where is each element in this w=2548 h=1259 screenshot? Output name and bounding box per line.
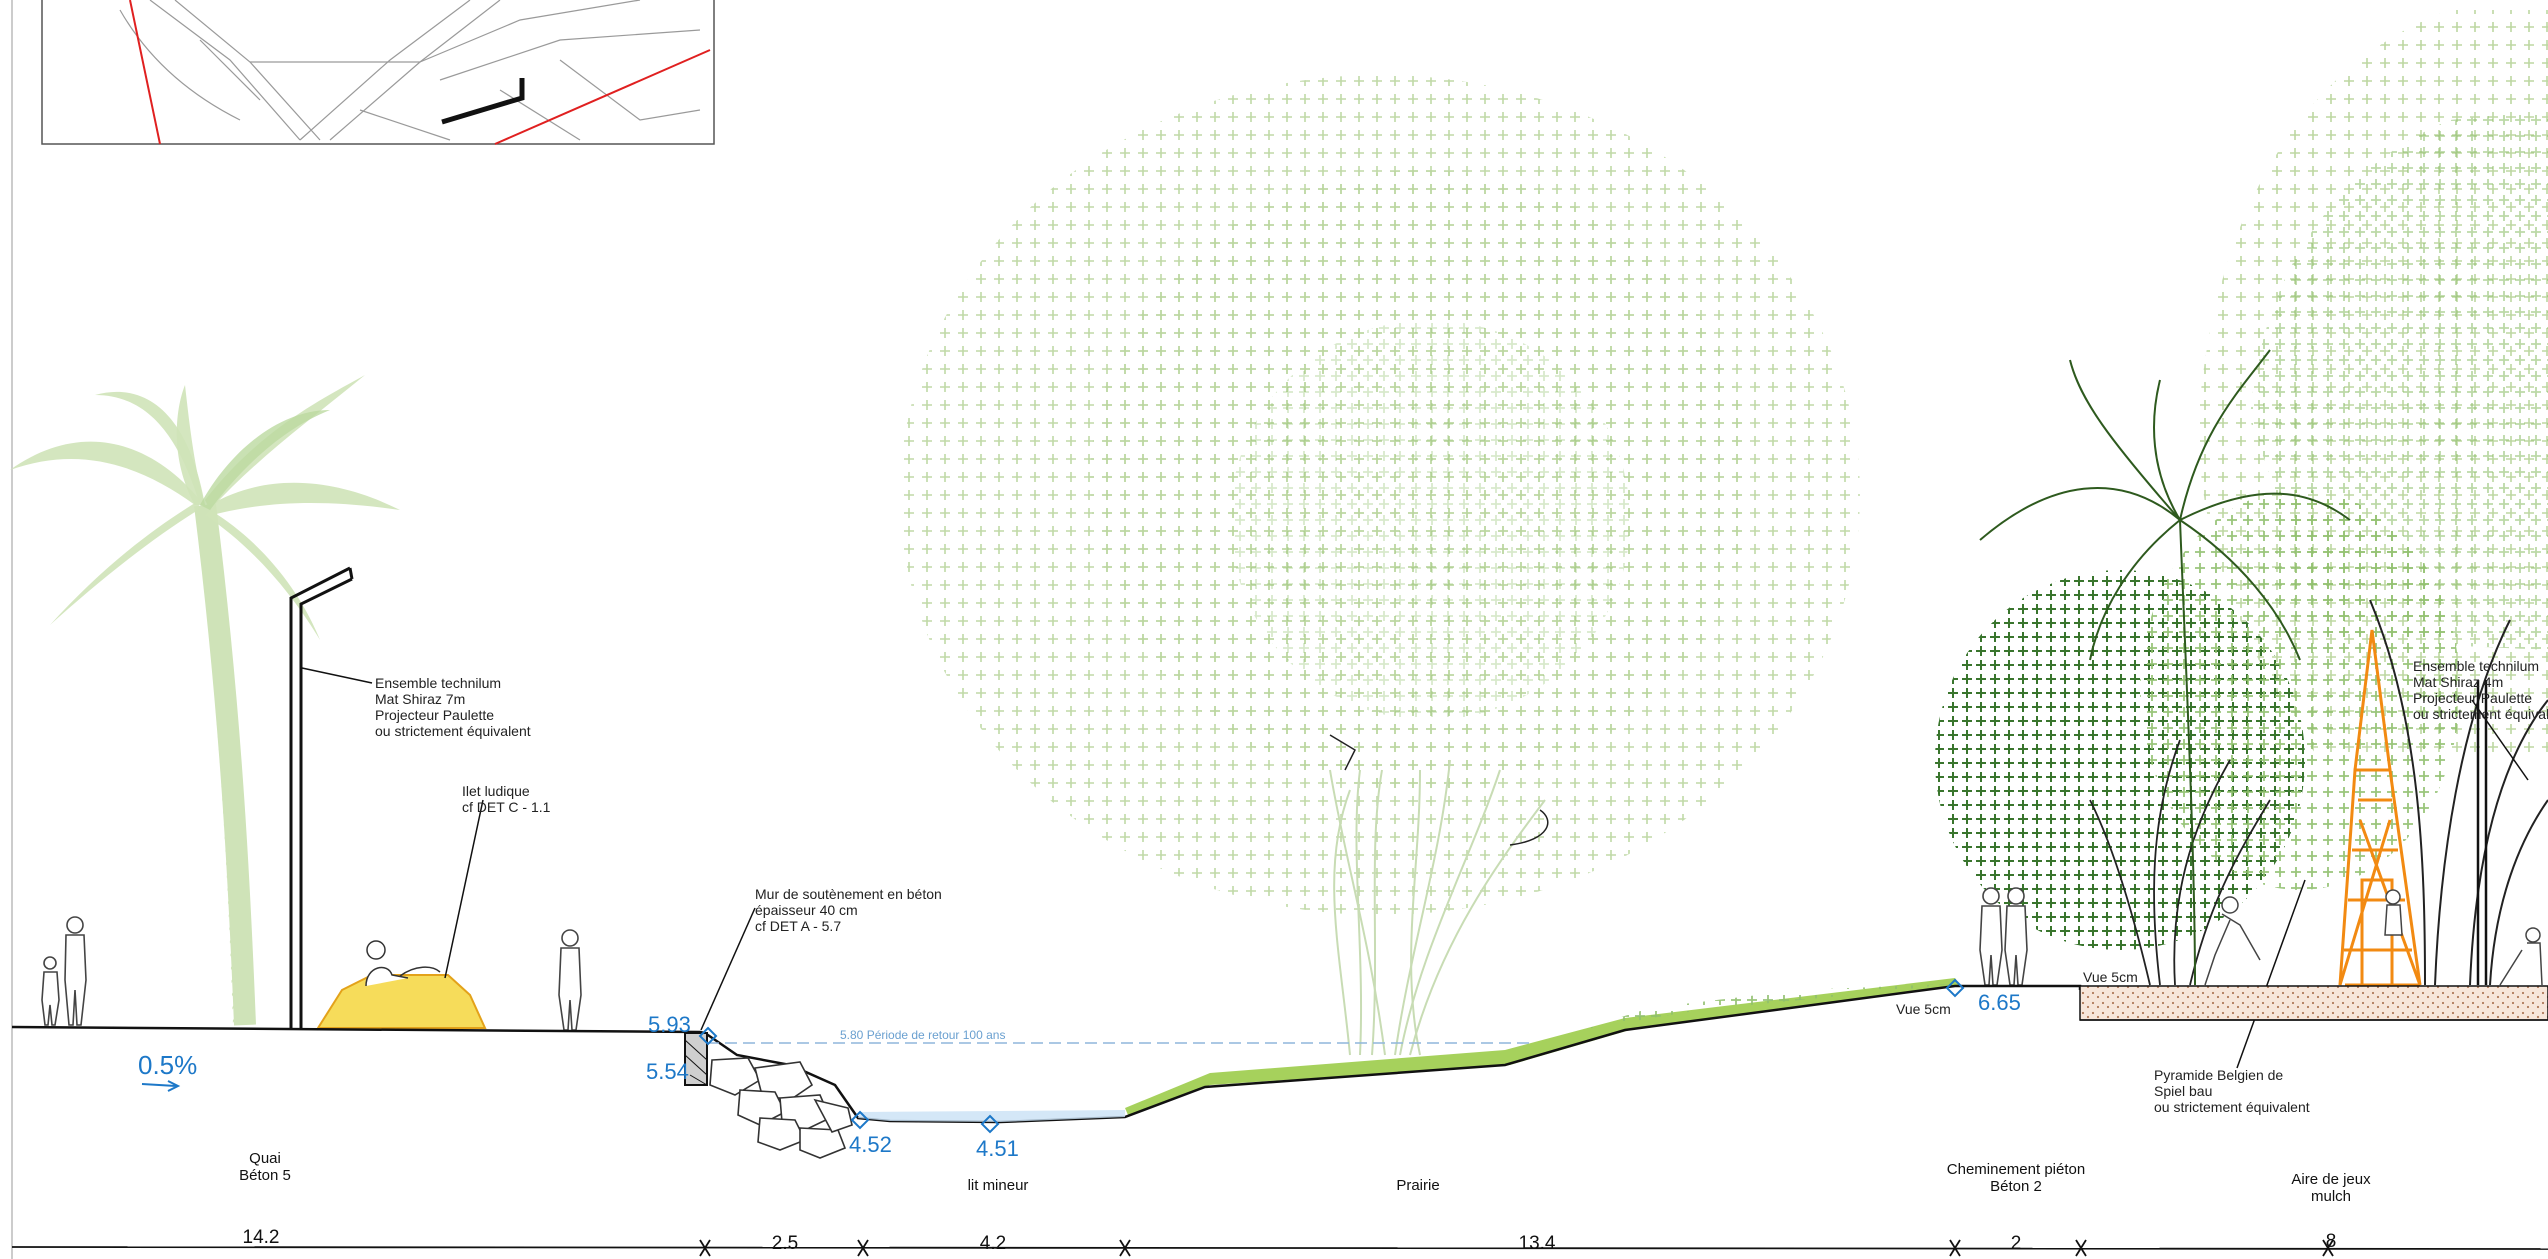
section-cut-marker bbox=[441, 78, 525, 125]
zone-cheminement-line-1: Cheminement piéton bbox=[1947, 1161, 2085, 1178]
retaining-wall-note: Mur de soutènement en béton épaisseur 40… bbox=[755, 886, 942, 934]
lighting-right-line-2: Mat Shiraz 4m bbox=[2413, 674, 2503, 690]
elevation-markers bbox=[698, 978, 1965, 1134]
ilet-note: Ilet ludique cf DET C - 1.1 bbox=[462, 783, 551, 815]
dimension-8: 8 bbox=[2326, 1231, 2337, 1252]
lighting-right-line-1: Ensemble technilum bbox=[2413, 658, 2539, 674]
lighting-left-line-4: ou strictement équivalent bbox=[375, 723, 531, 739]
elevation-554: 5.54 bbox=[646, 1059, 689, 1084]
zone-cheminement-line-2: Béton 2 bbox=[1990, 1178, 2042, 1195]
grass-prairie bbox=[1125, 978, 1960, 1115]
dimension-line bbox=[11, 1239, 2548, 1257]
ilet-line-2: cf DET C - 1.1 bbox=[462, 799, 551, 815]
child-play bbox=[2204, 889, 2543, 986]
dimension-13-4: 13.4 bbox=[1519, 1233, 1556, 1254]
lamp-post-left bbox=[289, 566, 373, 1030]
dimension-14-2: 14.2 bbox=[243, 1227, 280, 1248]
person-quai bbox=[558, 929, 582, 1031]
lamp-post-right bbox=[2471, 680, 2529, 985]
zone-aire-jeux-line-2: mulch bbox=[2311, 1188, 2351, 1205]
zone-lit-mineur: lit mineur bbox=[968, 1177, 1029, 1194]
lighting-right-line-3: Projecteur Paulette bbox=[2413, 690, 2532, 706]
ilet-line-1: Ilet ludique bbox=[462, 783, 530, 799]
elevation-593: 5.93 bbox=[648, 1012, 691, 1037]
location-plan bbox=[41, 0, 715, 145]
palm-tree-left bbox=[10, 375, 400, 1026]
rock-riprap bbox=[709, 1057, 853, 1159]
pyramid-note: Pyramide Belgien de Spiel bau ou stricte… bbox=[2154, 1067, 2310, 1115]
zone-quai-line-2: Béton 5 bbox=[239, 1167, 291, 1184]
lighting-right-line-4: ou strictement équivalent bbox=[2413, 706, 2548, 722]
lighting-right-note: Ensemble technilum Mat Shiraz 4m Project… bbox=[2413, 658, 2548, 722]
elevation-452: 4.52 bbox=[849, 1132, 892, 1157]
people-path bbox=[1979, 887, 2028, 986]
dimension-2-5: 2.5 bbox=[772, 1233, 798, 1254]
vue-label-a: Vue 5cm bbox=[1896, 1001, 1951, 1017]
wall-line-3: cf DET A - 5.7 bbox=[755, 918, 841, 934]
pyramid-line-1: Pyramide Belgien de bbox=[2154, 1067, 2283, 1083]
lighting-left-line-3: Projecteur Paulette bbox=[375, 707, 494, 723]
ilet-ludique bbox=[316, 799, 487, 1029]
zone-aire-jeux-line-1: Aire de jeux bbox=[2291, 1171, 2371, 1188]
zone-quai-line-1: Quai bbox=[249, 1150, 281, 1167]
tree-central bbox=[900, 75, 1860, 1056]
dimension-4-2: 4.2 bbox=[980, 1233, 1006, 1254]
wall-line-1: Mur de soutènement en béton bbox=[755, 886, 942, 902]
plan-boundary-lines bbox=[129, 0, 711, 145]
vue-label-b: Vue 5cm bbox=[2083, 969, 2138, 985]
elevation-451: 4.51 bbox=[976, 1136, 1019, 1161]
pyramid-line-3: ou strictement équivalent bbox=[2154, 1099, 2310, 1115]
slope-label: 0.5% bbox=[138, 1050, 197, 1080]
dimension-2: 2 bbox=[2011, 1233, 2022, 1254]
retaining-wall bbox=[684, 1032, 708, 1086]
lighting-left-line-2: Mat Shiraz 7m bbox=[375, 691, 465, 707]
play-area-ground bbox=[2079, 985, 2548, 1021]
zone-prairie: Prairie bbox=[1396, 1177, 1439, 1194]
water-channel bbox=[858, 1110, 1125, 1122]
flood-line-label: 5.80 Période de retour 100 ans bbox=[840, 1028, 1005, 1042]
tree-right-dark bbox=[1935, 490, 2460, 986]
lighting-left-line-1: Ensemble technilum bbox=[375, 675, 501, 691]
pyramid-line-2: Spiel bau bbox=[2154, 1083, 2212, 1099]
people-left bbox=[41, 916, 87, 1026]
palm-tree-right bbox=[1979, 349, 2351, 986]
elevation-665: 6.65 bbox=[1978, 990, 2021, 1015]
trunk-right bbox=[2369, 599, 2548, 986]
slope-arrow bbox=[141, 1080, 181, 1092]
wall-line-2: épaisseur 40 cm bbox=[755, 902, 858, 918]
lighting-left-note: Ensemble technilum Mat Shiraz 7m Project… bbox=[375, 675, 531, 739]
